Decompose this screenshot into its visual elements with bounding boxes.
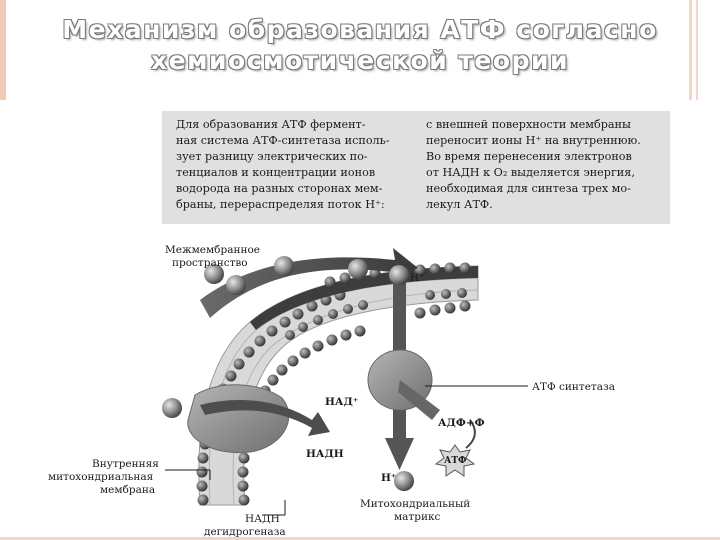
label-intermembrane-line-1: Межмембранное	[165, 244, 260, 256]
atp-synthase-protein	[367, 349, 440, 420]
label-atp: АТФ	[444, 456, 467, 466]
proton-balls	[162, 256, 414, 491]
explanation-left-column: Для образования АТФ фермент- ная система…	[176, 117, 416, 213]
slide-title-line-2: хемиосмотической теории	[151, 46, 569, 75]
explanation-line: с внешней поверхности мембраны	[426, 118, 631, 131]
label-intermembrane-line-2: пространство	[172, 257, 248, 269]
slide-edge-decoration-bottom	[0, 537, 720, 540]
explanation-line: тенциалов и концентрации ионов	[176, 166, 376, 179]
explanation-line: водорода на разных сторонах мем-	[176, 182, 383, 195]
nadh-dehydrogenase-protein	[187, 384, 330, 454]
label-h-plus-top: H⁺	[410, 272, 425, 284]
explanation-line: Для образования АТФ фермент-	[176, 118, 366, 131]
label-nad-plus: НАД⁺	[325, 396, 358, 408]
inner-mitochondrial-membrane	[196, 262, 479, 506]
label-inner-membrane-line-2: митохондриальная	[48, 471, 154, 483]
leader-lines	[165, 385, 528, 516]
explanation-line: необходимая для синтеза трех мо-	[426, 182, 631, 195]
label-nadh-dehydrogenase-line-2: дегидрогеназа	[204, 526, 286, 538]
label-inner-membrane-line-1: Внутренняя	[92, 458, 159, 470]
label-nadh-dehydrogenase-line-1: НАДН	[245, 513, 280, 525]
explanation-line: переносит ионы H⁺ на внутреннюю.	[426, 134, 641, 147]
slide-edge-decoration-right-thin	[696, 0, 698, 100]
label-matrix-line-1: Митохондриальный	[360, 498, 470, 510]
label-adp-f: АДФ+Ф	[438, 417, 485, 429]
explanation-line: браны, перераспределяя поток H⁺:	[176, 198, 385, 211]
explanation-line: зует разницу электрических по-	[176, 150, 368, 163]
label-h-plus-bottom: H⁺	[381, 472, 396, 484]
label-matrix-line-2: матрикс	[394, 511, 441, 523]
explanation-right-column: с внешней поверхности мембраны переносит…	[426, 117, 666, 213]
explanation-textbox: Для образования АТФ фермент- ная система…	[162, 111, 670, 224]
label-inner-membrane-line-3: мембрана	[100, 484, 155, 496]
slide-edge-decoration-left	[0, 0, 6, 100]
label-nadh-mid: НАДН	[306, 448, 344, 460]
slide-title: Механизм образования АТФ согласно хемиос…	[40, 14, 680, 76]
explanation-line: ная система АТФ-синтетаза исполь-	[176, 134, 390, 147]
explanation-line: от НАДН к O₂ выделяется энергия,	[426, 166, 635, 179]
explanation-line: лекул АТФ.	[426, 198, 493, 211]
adp-to-atp-arrow	[465, 419, 476, 449]
label-atp-synthase: АТФ синтетаза	[532, 381, 615, 393]
atp-burst-icon	[434, 444, 476, 477]
slide-title-line-1: Механизм образования АТФ согласно	[62, 15, 658, 44]
slide-edge-decoration-right	[689, 0, 692, 100]
explanation-line: Во время перенесения электронов	[426, 150, 632, 163]
